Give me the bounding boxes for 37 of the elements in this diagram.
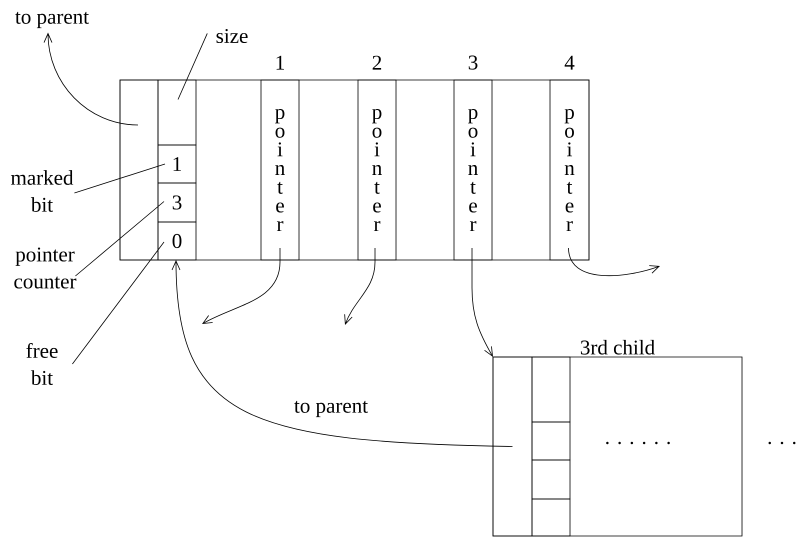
header-cell [532,422,570,460]
pointer-cell: pointer [550,80,590,260]
pointer-cell: pointer [358,80,396,260]
edge-label: to parent [292,398,370,420]
header-cell [532,460,570,500]
pointer-cell: pointer [454,80,492,260]
bit-cell: 0 [158,222,196,260]
index-number: 1 [276,56,284,70]
pointer-arrow [344,248,376,325]
size-cell [158,80,196,146]
counter-cell: 3 [158,182,196,222]
header-cell [532,356,570,422]
pointer-arrow [202,248,280,324]
annotation-text: free bit [26,343,58,385]
node-label: 3rd child [580,340,655,355]
pointer-arrow [44,32,138,126]
leader-line [72,242,164,364]
pointer-arrow [172,260,513,447]
parent-pointer-cell [120,80,158,260]
parent-pointer-cell [492,356,532,536]
index-number: 3 [468,55,478,70]
pointer-arrow [472,248,493,357]
index-number: 2 [372,56,382,70]
leader-line [178,33,208,100]
leader-line [74,164,166,194]
annotation-text: marked bit [10,170,74,212]
pointer-cell: pointer [260,80,300,260]
bit-cell: 1 [158,144,196,184]
ellipsis: . . . . . . [606,442,670,444]
leader-line [75,201,164,276]
annotation-text: pointer counter [14,247,76,289]
header-cell [532,498,570,536]
index-number: 4 [564,56,574,70]
annotation-text: size [216,28,248,44]
ellipsis: . . . [768,442,796,444]
annotation-text: to parent [15,12,89,28]
pointer-arrow [568,248,660,276]
